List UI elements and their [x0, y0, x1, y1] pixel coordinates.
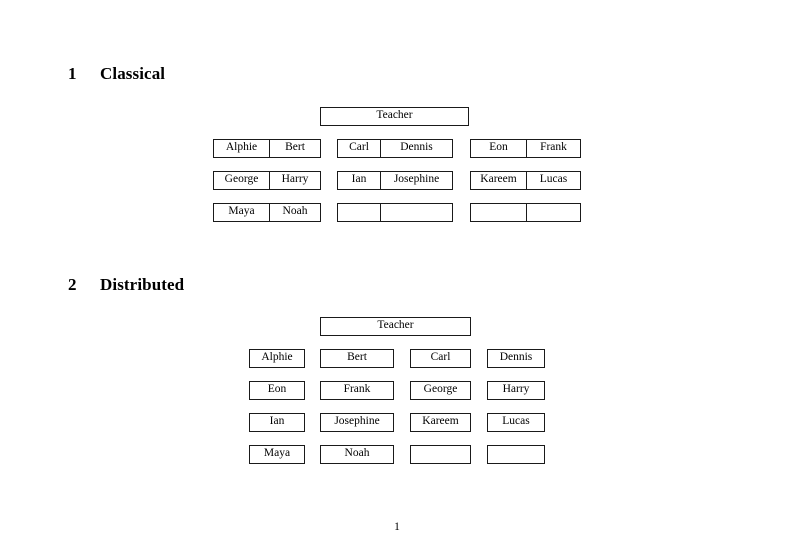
student-box[interactable]: Noah	[320, 445, 394, 464]
student-box[interactable]: Josephine	[320, 413, 394, 432]
student-cell: Maya	[228, 205, 255, 218]
student-cell: Kareem	[480, 173, 517, 186]
student-cell: Lucas	[502, 415, 530, 428]
teacher-box[interactable]: Teacher	[320, 317, 471, 336]
section-heading-distributed: 2 Distributed	[68, 275, 184, 295]
student-cell: Maya	[263, 447, 291, 460]
student-box[interactable]: Kareem	[410, 413, 471, 432]
student-cell: Kareem	[422, 415, 459, 428]
student-box-empty[interactable]	[410, 445, 471, 464]
student-cell-empty	[411, 446, 470, 463]
student-cell: Harry	[269, 172, 320, 189]
student-cell: Dennis	[499, 351, 533, 364]
student-cell: Josephine	[334, 415, 380, 428]
student-cell: Eon	[267, 383, 287, 396]
student-pair-box-empty[interactable]	[337, 203, 453, 222]
student-cell: Ian	[269, 415, 285, 428]
student-cell-empty	[526, 204, 580, 221]
student-cell: Bert	[347, 351, 367, 364]
student-box[interactable]: Dennis	[487, 349, 545, 368]
student-pair-box-empty[interactable]	[470, 203, 581, 222]
section-title: Distributed	[100, 275, 185, 294]
student-box[interactable]: Eon	[249, 381, 305, 400]
student-cell: George	[224, 173, 259, 186]
student-box[interactable]: Harry	[487, 381, 545, 400]
teacher-label: Teacher	[376, 109, 413, 122]
student-cell: Lucas	[526, 172, 580, 189]
student-cell: Dennis	[380, 140, 452, 157]
student-box[interactable]: George	[410, 381, 471, 400]
student-cell: Harry	[502, 383, 530, 396]
student-cell: Carl	[430, 351, 451, 364]
student-cell: Alphie	[225, 141, 258, 154]
student-cell: Bert	[269, 140, 320, 157]
student-cell: George	[423, 383, 458, 396]
student-box[interactable]: Bert	[320, 349, 394, 368]
teacher-label: Teacher	[377, 319, 414, 332]
student-cell-empty	[488, 446, 544, 463]
student-cell: Ian	[351, 173, 367, 186]
student-cell: Josephine	[380, 172, 452, 189]
student-box-empty[interactable]	[487, 445, 545, 464]
student-box[interactable]: Maya	[249, 445, 305, 464]
student-pair-box[interactable]: George Harry	[213, 171, 321, 190]
student-pair-box[interactable]: Kareem Lucas	[470, 171, 581, 190]
section-number: 2	[68, 275, 77, 294]
student-cell: Carl	[349, 141, 369, 154]
student-box[interactable]: Alphie	[249, 349, 305, 368]
student-box[interactable]: Ian	[249, 413, 305, 432]
student-cell-empty	[380, 204, 452, 221]
section-heading-classical: 1 Classical	[68, 64, 165, 84]
section-title: Classical	[100, 64, 166, 83]
student-cell-empty	[471, 204, 526, 221]
student-box[interactable]: Carl	[410, 349, 471, 368]
student-cell: Noah	[344, 447, 370, 460]
page-number: 1	[394, 521, 400, 533]
student-cell: Frank	[526, 140, 580, 157]
student-cell: Alphie	[261, 351, 293, 364]
student-pair-box[interactable]: Carl Dennis	[337, 139, 453, 158]
student-cell: Noah	[269, 204, 320, 221]
student-pair-box[interactable]: Ian Josephine	[337, 171, 453, 190]
student-cell: Eon	[489, 141, 508, 154]
teacher-box[interactable]: Teacher	[320, 107, 469, 126]
student-pair-box[interactable]: Alphie Bert	[213, 139, 321, 158]
section-number: 1	[68, 64, 77, 83]
student-cell-empty	[338, 204, 380, 221]
student-pair-box[interactable]: Eon Frank	[470, 139, 581, 158]
student-box[interactable]: Frank	[320, 381, 394, 400]
student-pair-box[interactable]: Maya Noah	[213, 203, 321, 222]
student-box[interactable]: Lucas	[487, 413, 545, 432]
student-cell: Frank	[343, 383, 371, 396]
